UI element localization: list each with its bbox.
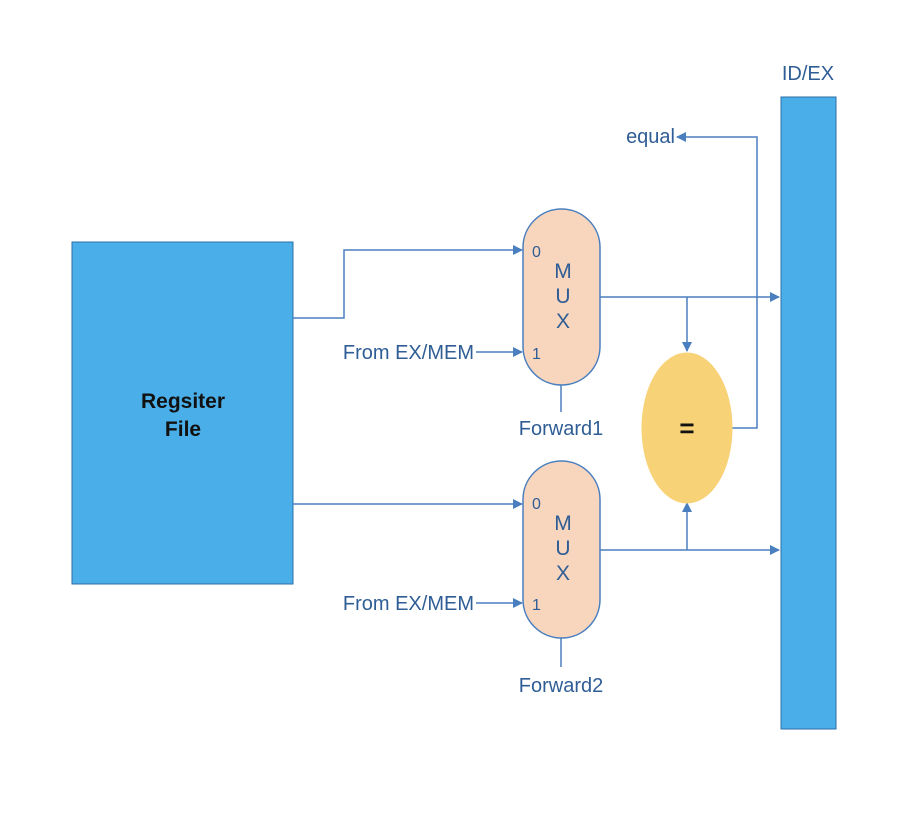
comparator: = [641, 352, 733, 504]
mux1-port-0: 0 [532, 244, 541, 261]
id-ex-register: ID/EX [780, 63, 837, 730]
wires [293, 132, 780, 667]
mux2-letter-x: X [556, 562, 570, 585]
forward2-label: Forward2 [519, 675, 603, 697]
mux1-input-label: From EX/MEM [343, 342, 474, 364]
wire-comparator-to-equal [676, 132, 758, 429]
mux2-letter-u: U [555, 537, 570, 560]
mux2-port-0: 0 [532, 496, 541, 513]
wire-rf-to-mux1 [293, 245, 523, 319]
register-file-label-line1: Regsiter [141, 390, 225, 413]
mux1-letter-m: M [554, 260, 572, 283]
mux2-letter-m: M [554, 512, 572, 535]
mux1-letter-u: U [555, 285, 570, 308]
comparator-symbol: = [679, 413, 694, 443]
mux2-input-label: From EX/MEM [343, 593, 474, 615]
mux2-port-1: 1 [532, 597, 541, 614]
mux1: M U X 0 1 [522, 208, 601, 386]
id-ex-label: ID/EX [782, 63, 834, 85]
forward1-label: Forward1 [519, 418, 603, 440]
mux1-letter-x: X [556, 310, 570, 333]
register-file: Regsiter File [71, 241, 294, 585]
mux2: M U X 0 1 [522, 460, 601, 639]
equal-label: equal [626, 126, 675, 148]
register-file-label-line2: File [165, 418, 201, 441]
mux1-port-1: 1 [532, 346, 541, 363]
